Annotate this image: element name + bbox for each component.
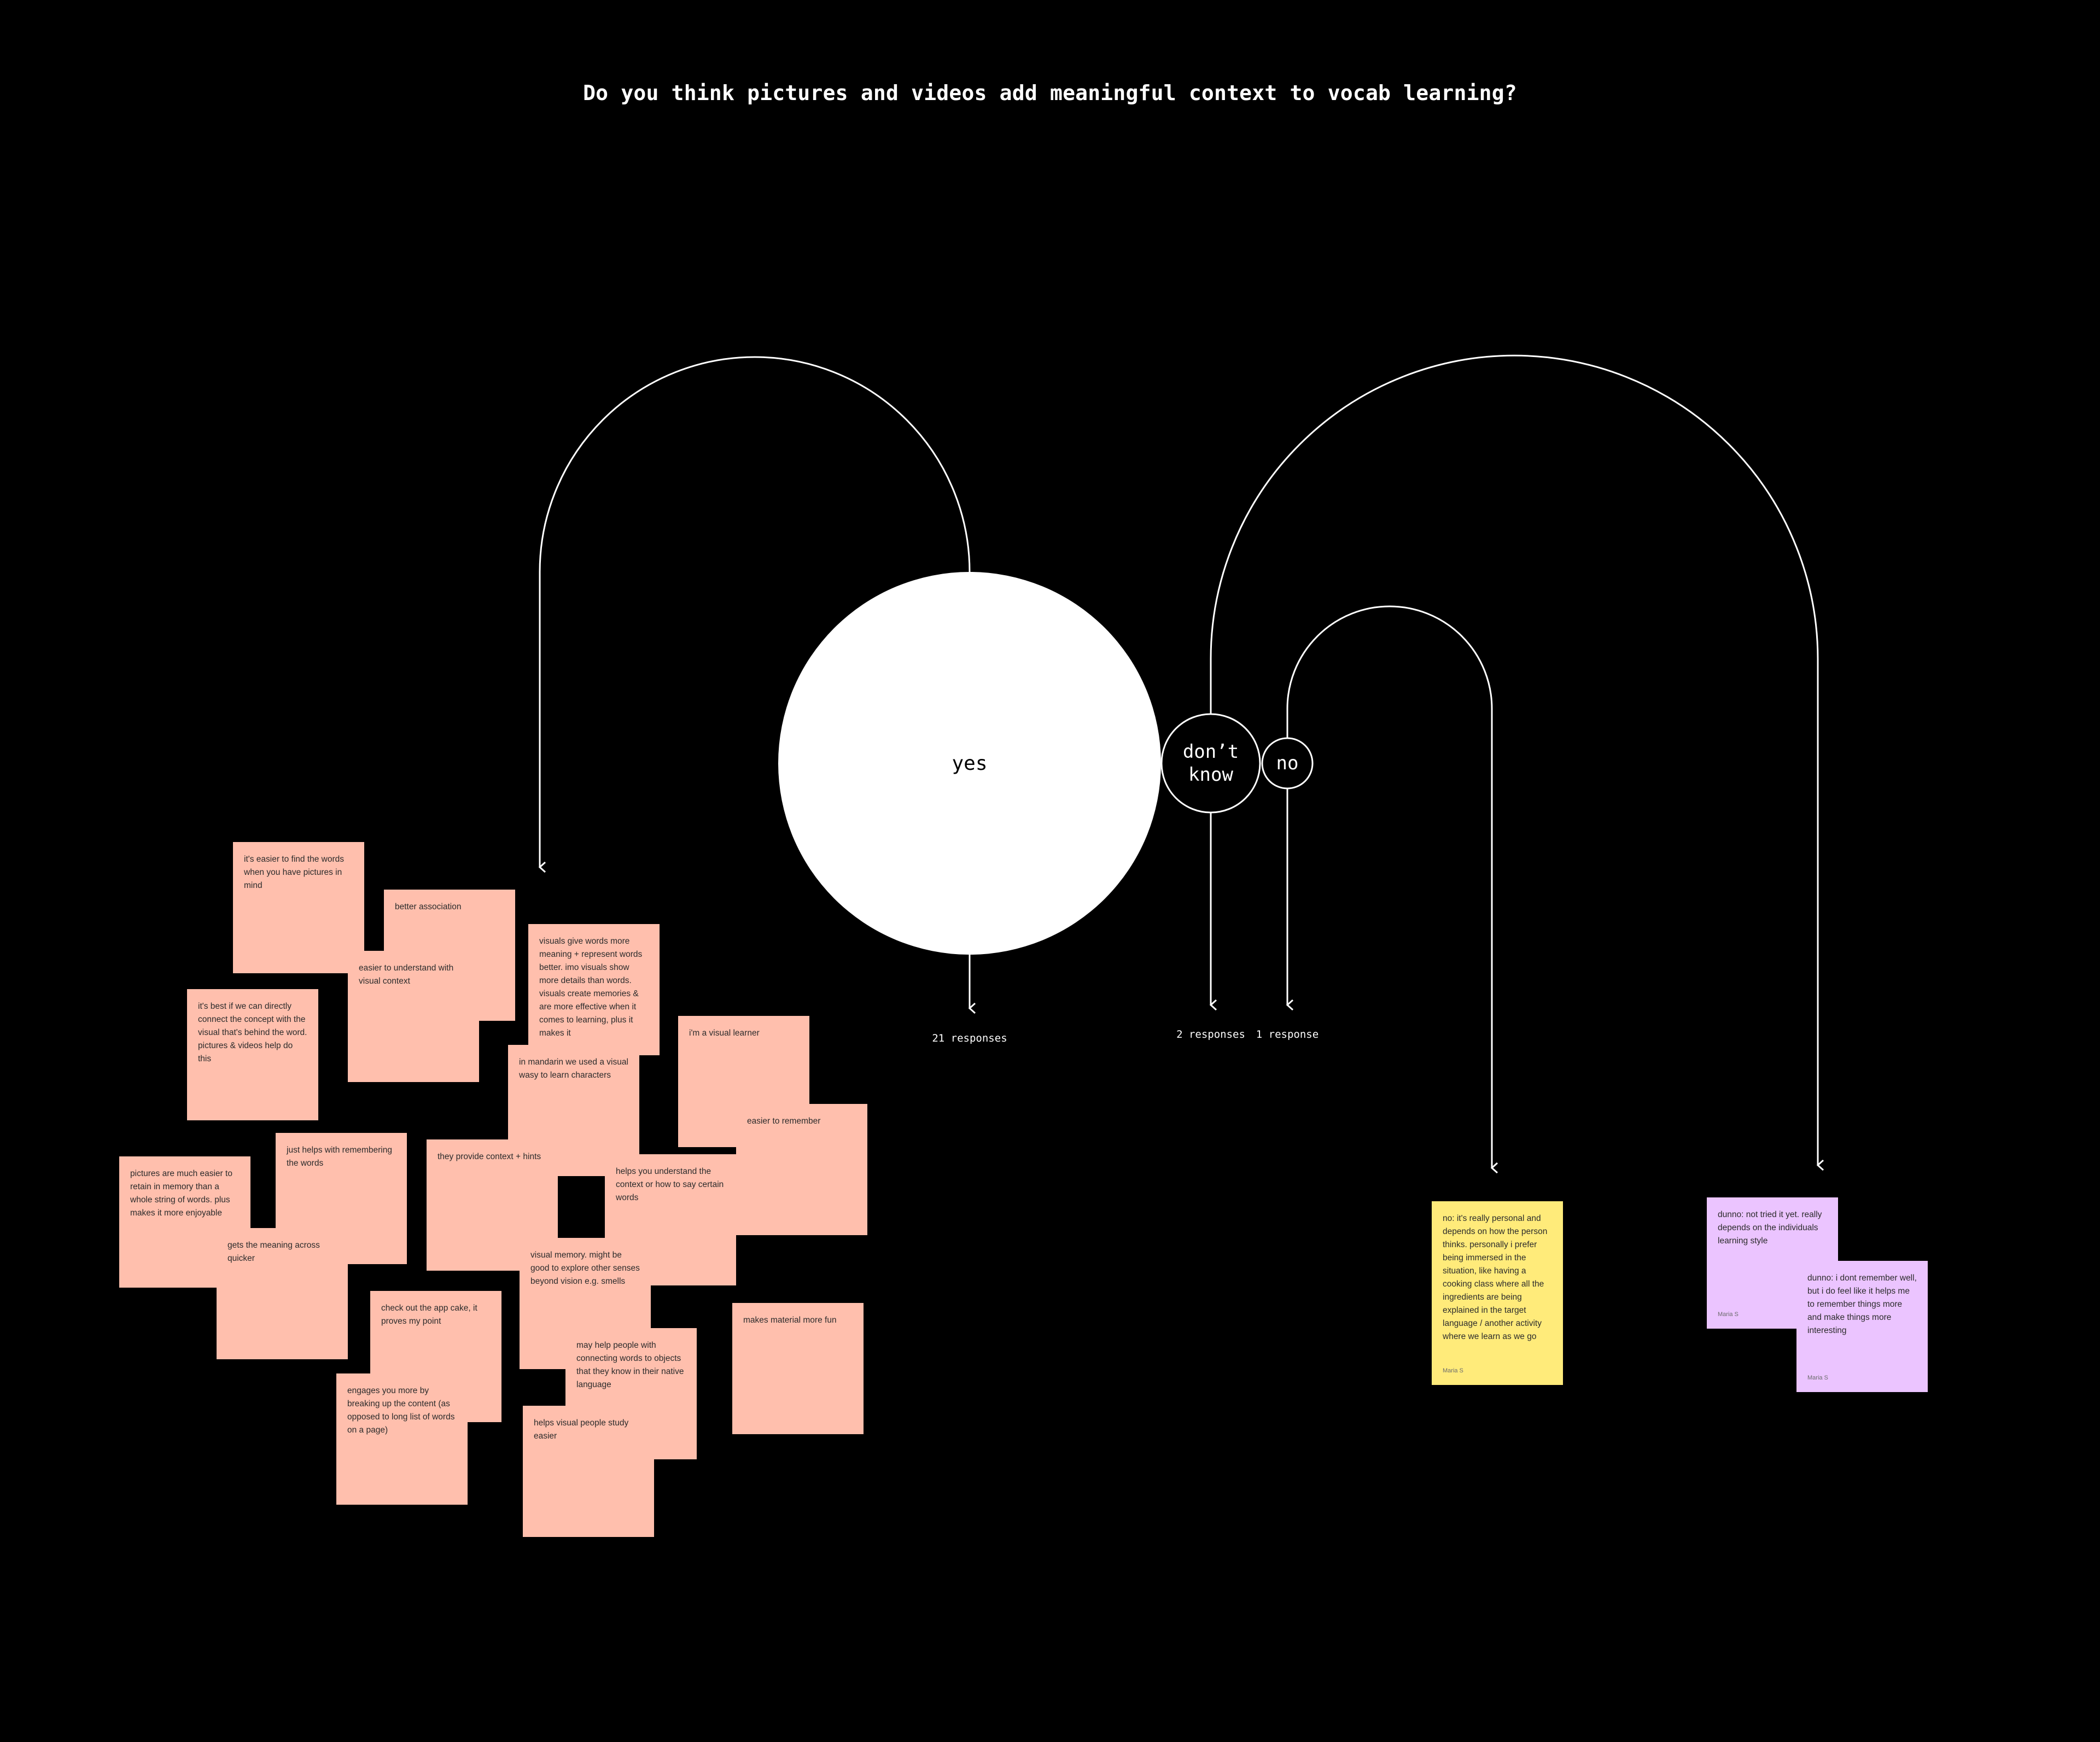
yes-circle <box>778 572 1161 955</box>
note-text: dunno: i dont remember well, but i do fe… <box>1807 1273 1917 1335</box>
no-sticky-note[interactable]: no: it's really personal and depends on … <box>1432 1201 1563 1385</box>
sticky-note[interactable]: it's easier to find the words when you h… <box>233 842 364 973</box>
note-text: helps you understand the context or how … <box>616 1167 724 1202</box>
no-arc-connector <box>1286 605 1492 1168</box>
note-author: Maria S <box>1807 1375 1828 1381</box>
sticky-note[interactable]: helps visual people study easier <box>523 1406 654 1537</box>
note-text: engages you more by breaking up the cont… <box>347 1386 455 1435</box>
note-text: it's best if we can directly connect the… <box>198 1002 307 1063</box>
note-text: easier to remember <box>747 1116 821 1126</box>
note-text: visuals give words more meaning + repres… <box>539 937 643 1038</box>
note-text: check out the app cake, it proves my poi… <box>381 1303 477 1326</box>
sticky-note[interactable]: gets the meaning across quicker <box>217 1228 348 1359</box>
note-text: gets the meaning across quicker <box>228 1241 320 1263</box>
dont-know-response-count: 2 responses <box>1176 1028 1245 1040</box>
dont-know-circle <box>1160 713 1261 814</box>
dont-know-sticky-note[interactable]: dunno: i dont remember well, but i do fe… <box>1796 1261 1928 1392</box>
note-text: pictures are much easier to retain in me… <box>130 1169 232 1218</box>
sticky-note[interactable]: it's best if we can directly connect the… <box>187 989 318 1120</box>
note-text: better association <box>395 902 462 911</box>
note-text: just helps with remembering the words <box>287 1145 392 1168</box>
page-title: Do you think pictures and videos add mea… <box>583 81 1517 105</box>
sticky-note[interactable]: visuals give words more meaning + repres… <box>528 924 660 1055</box>
note-text: may help people with connecting words to… <box>576 1341 684 1389</box>
sticky-note[interactable]: easier to understand with visual context <box>348 951 479 1082</box>
no-response-count: 1 response <box>1256 1028 1319 1040</box>
note-text: they provide context + hints <box>438 1152 541 1161</box>
sticky-note[interactable]: engages you more by breaking up the cont… <box>336 1373 468 1505</box>
note-text: no: it's really personal and depends on … <box>1443 1214 1548 1341</box>
note-text: easier to understand with visual context <box>359 963 454 986</box>
sticky-note[interactable]: makes material more fun <box>732 1303 864 1434</box>
yes-response-count: 21 responses <box>932 1032 1007 1044</box>
note-text: visual memory. might be good to explore … <box>530 1250 640 1286</box>
dont-know-arc-connector <box>1210 354 1818 1165</box>
note-text: it's easier to find the words when you h… <box>244 855 345 890</box>
note-author: Maria S <box>1443 1367 1463 1374</box>
note-text: i'm a visual learner <box>689 1028 760 1038</box>
note-author: Maria S <box>1718 1311 1739 1318</box>
note-text: dunno: not tried it yet. really depends … <box>1718 1210 1822 1246</box>
note-text: in mandarin we used a visual wasy to lea… <box>519 1057 628 1080</box>
sticky-note[interactable]: easier to remember <box>736 1104 867 1235</box>
no-circle <box>1261 737 1314 790</box>
note-text: helps visual people study easier <box>534 1418 629 1441</box>
note-text: makes material more fun <box>743 1316 837 1325</box>
